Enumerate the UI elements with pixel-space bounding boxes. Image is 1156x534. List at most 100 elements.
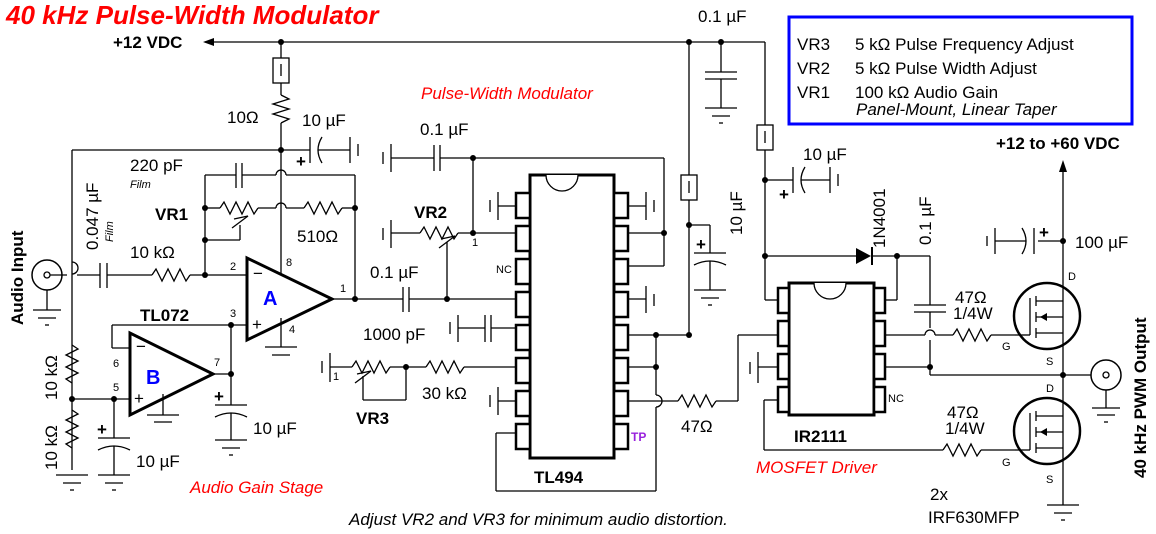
ir2111-pin-right (872, 385, 887, 414)
mosfets: + (986, 160, 1082, 521)
legend-desc-vr1: 100 kΩ Audio Gain (855, 83, 998, 102)
tl494-pin-right (612, 191, 630, 220)
divider: + + (56, 344, 248, 491)
tl494-pin-right (612, 290, 630, 319)
diode-label: 1N4001 (870, 188, 889, 248)
fet-hi-gate: G (1002, 341, 1011, 353)
r-div-top-label: 10 kΩ (42, 355, 61, 400)
gate-resistors (942, 327, 1015, 458)
c-driver-label: 10 µF (803, 145, 847, 164)
fuse-gain (270, 42, 292, 153)
ir2111-nc: NC (888, 393, 904, 405)
r-gate-hi-label: 47Ω (955, 288, 987, 307)
legend-desc-vr3: 5 kΩ Pulse Frequency Adjust (855, 35, 1074, 54)
c-pwm-top (382, 144, 665, 266)
vr1-label: VR1 (155, 205, 188, 224)
tl494-pin-left (514, 422, 532, 451)
tl494-pin-right (612, 224, 630, 253)
tl494-pin-left (514, 389, 532, 418)
section-pwm-label: Pulse-Width Modulator (421, 84, 594, 103)
tl494-nc: NC (496, 264, 512, 276)
opamp-b-label: B (146, 367, 160, 389)
c-boot-label: 0.1 µF (916, 196, 935, 245)
audio-input-jack[interactable] (31, 259, 100, 326)
ir2111-pin-right (872, 319, 887, 348)
c-timing-label: 1000 pF (363, 325, 425, 344)
ir2111-pin-left (776, 352, 791, 381)
tl494-wiring (489, 192, 778, 492)
mosfet-qty: 2x (930, 485, 948, 504)
c-10-vert-label: 10 µF (727, 191, 746, 235)
vr3-pin-1: 1 (333, 371, 339, 383)
legend-box (787, 15, 1134, 126)
ir2111-pin-left (776, 286, 791, 315)
output-jack[interactable] (1063, 359, 1122, 423)
r-gate-link-label: 47Ω (681, 417, 713, 436)
legend-ref-vr2: VR2 (797, 59, 830, 78)
tl494-tp: TP (631, 430, 646, 444)
pin-5: 5 (113, 382, 119, 394)
vr2[interactable] (382, 220, 516, 302)
ir2111-pin-right (872, 352, 887, 381)
c-bulk-label: 100 µF (1075, 233, 1128, 252)
ir2111-chip (749, 281, 1063, 451)
tl494-pin-left (514, 224, 532, 253)
r-gate-lo-w: 1/4W (945, 419, 985, 438)
c-in (99, 263, 240, 288)
opamp-ic-label: TL072 (140, 306, 189, 325)
legend-ref-vr1: VR1 (797, 83, 830, 102)
c-ref-label: 10 µF (253, 419, 297, 438)
c-in-type: Film (104, 221, 116, 242)
svg-text:+: + (779, 185, 789, 204)
c-rail-label: 0.1 µF (698, 7, 747, 26)
vr2-label: VR2 (414, 203, 447, 222)
tl494-label: TL494 (534, 468, 584, 487)
footnote: Adjust VR2 and VR3 for minimum audio dis… (348, 510, 728, 529)
c-div-label: 10 µF (136, 452, 180, 471)
c-couple (400, 287, 516, 312)
svg-text:+: + (696, 235, 706, 254)
r-div-bot-label: 10 kΩ (42, 425, 61, 470)
audio-input-label: Audio Input (8, 230, 27, 325)
svg-text:+: + (296, 152, 306, 171)
r-fb-label: 510Ω (297, 227, 338, 246)
fet-hi-source: S (1046, 356, 1053, 368)
ir2111-pin-left (776, 385, 791, 414)
vr3-label: VR3 (356, 409, 389, 428)
c-timing (449, 315, 516, 342)
opamp-a (112, 255, 400, 356)
mosfet-part: IRF630MFP (928, 508, 1020, 527)
pin-8: 8 (286, 257, 292, 269)
rail-12v-label: +12 VDC (113, 33, 182, 52)
c-supply-top: + (281, 136, 359, 171)
c-10-vert: + (686, 222, 727, 306)
pin-7: 7 (214, 357, 220, 369)
section-driver-label: MOSFET Driver (756, 458, 878, 477)
r-supply-label: 10Ω (227, 108, 259, 127)
output-label: 40 kHz PWM Output (1131, 317, 1150, 478)
legend-ref-vr3: VR3 (797, 35, 830, 54)
vr2-pin-1: 1 (472, 237, 478, 249)
c-driver: + (765, 166, 839, 204)
fet-lo-source: S (1046, 474, 1053, 486)
c-220-type: Film (130, 179, 151, 191)
tl494-pin-left (514, 191, 532, 220)
r-in-label: 10 kΩ (130, 243, 175, 262)
rail-12v (203, 38, 765, 46)
section-gain-label: Audio Gain Stage (189, 478, 323, 497)
tl494-chip (514, 173, 630, 460)
svg-text:+: + (214, 387, 224, 406)
fet-hi-drain: D (1068, 271, 1076, 283)
tl494-pin-left (514, 257, 532, 286)
opamp-b (69, 322, 234, 423)
ir2111-pin-right (872, 286, 887, 315)
tl494-pin-left (514, 323, 532, 352)
pin-2: 2 (230, 261, 236, 273)
r-gate-hi-w: 1/4W (953, 304, 993, 323)
c-in-label: 0.047 µF (83, 183, 102, 250)
r-gate-lo-label: 47Ω (947, 403, 979, 422)
tl494-pin-left (514, 356, 532, 385)
pin-6: 6 (113, 358, 119, 370)
tl494-pin-right (612, 356, 630, 385)
vr3[interactable] (321, 353, 516, 401)
